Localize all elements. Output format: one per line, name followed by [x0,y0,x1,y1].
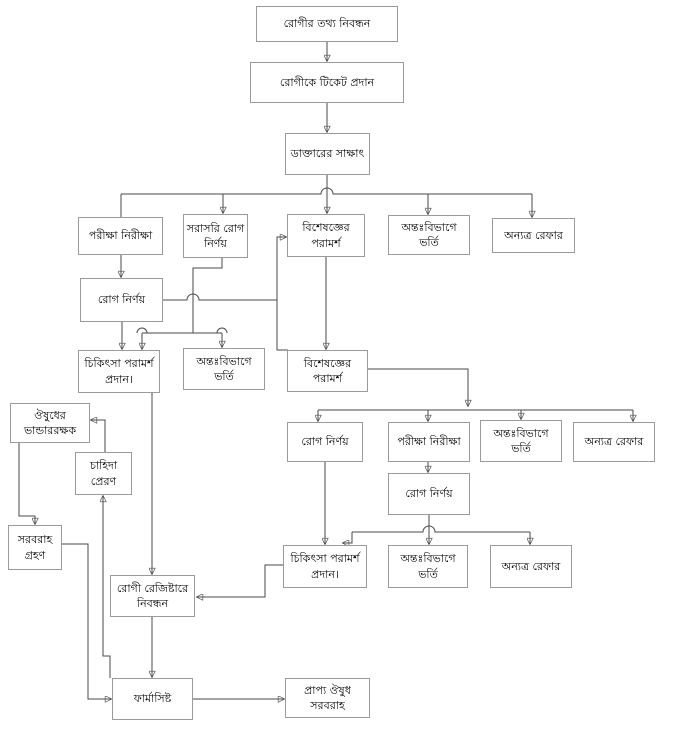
node-direct-diagnosis: সরাসরি রোগ নির্ণয় [183,214,248,258]
node-inpatient-admission-1: অন্তঃবিভাগে ভর্তি [388,215,470,255]
edge-direct-diagnosis-elbow [192,258,223,333]
node-inpatient-admission-2: অন্তঃবিভাগে ভর্তি [183,348,265,390]
node-inpatient-admission-3: অন্তঃবিভাগে ভর্তি [480,420,562,462]
node-pharmacist: ফার্মাসিষ্ট [112,678,193,720]
node-refer-elsewhere-1: অন্যত্র রেফার [492,218,575,253]
edge-advice2-to-register [197,564,283,597]
node-supply-receive: সরবরাহ গ্রহণ [8,525,62,570]
node-refer-elsewhere-2: অন্যত্র রেফার [573,422,655,462]
node-medicine-storekeeper: ঔষুধের ভান্ডাররক্ষক [10,403,90,443]
edge-supply-to-pharmacist [62,543,111,699]
node-patient-info-registration: রোগীর তথ্য নিবন্ধন [256,6,398,42]
node-tests-investigation-1: পরীক্ষা নিরীক্ষা [78,217,163,255]
edge-hop-arc-2 [216,327,228,334]
node-refer-elsewhere-3: অন্যত্র রেফার [490,545,572,588]
edge-hop-arc-1 [136,327,148,334]
node-patient-ticket-issue: রোগীকে টিকেট প্রদান [250,62,404,103]
node-inpatient-admission-4: অন্তঃবিভাগে ভর্তি [388,545,468,588]
node-diagnosis-2: রোগ নির্ণয় [287,422,363,462]
node-treatment-advice-2: চিকিৎসা পরামর্শ প্রদান। [283,545,367,588]
node-specialist-consultation-1: বিশেষজ্ঞের পরামর্শ [287,214,365,257]
node-specialist-consultation-2: বিশেষজ্ঞের পরামর্শ [287,350,368,392]
node-doctor-visit: ডাক্তারের সাক্ষাৎ [285,133,370,175]
edge-bus-level3 [352,525,530,533]
node-tests-investigation-2: পরীক্ষা নিরীক্ষা [388,422,470,462]
edge-demand-to-storekeeper [91,420,106,452]
node-patient-register-entry: রোগী রেজিষ্টারে নিবন্ধন [110,575,195,617]
edge-storekeeper-to-supply [18,443,35,524]
edge-specialist2-to-specialist1 [276,237,288,351]
edge-diagnosis1-to-specialist [163,293,277,301]
node-due-medicine-supply: প্রাপ্য ঔষুধ সরবরাহ [285,678,370,718]
edge-bus3-to-advice2 [343,532,353,543]
edge-pharmacist-to-demand [103,496,111,678]
edge-specialist2-to-bus2 [368,368,468,406]
node-diagnosis-1: রোগ নির্ণয় [80,278,163,322]
node-treatment-advice-1: চিকিৎসা পরামর্শ প্রদান। [78,350,160,393]
node-diagnosis-3: রোগ নির্ণয় [388,473,470,515]
node-demand-send: চাহিদা প্রেরণ [75,452,132,495]
